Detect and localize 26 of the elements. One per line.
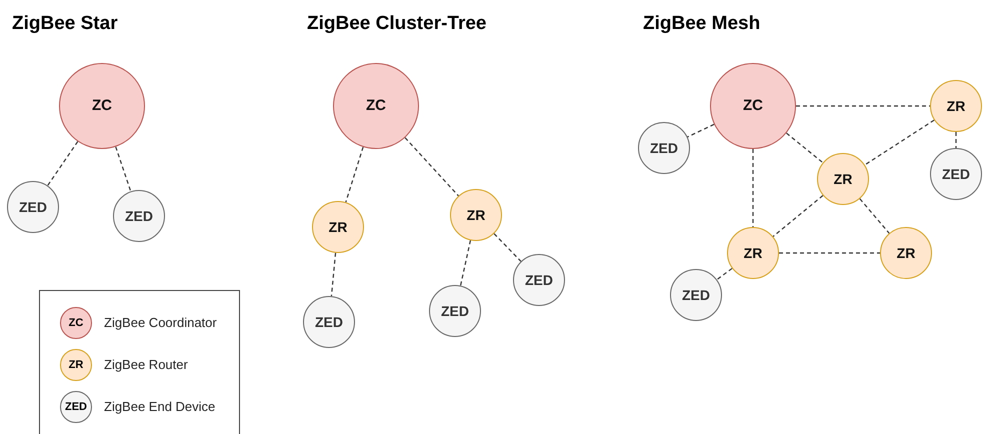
section-heading: ZigBee Star	[12, 12, 118, 36]
legend-text: ZigBee Router	[104, 356, 188, 374]
dashed-connector	[687, 124, 714, 138]
legend-swatch: ZED	[60, 391, 92, 423]
dashed-connector	[955, 132, 957, 148]
legend-text: ZigBee Coordinator	[104, 314, 217, 332]
dashed-connector	[752, 149, 754, 227]
dashed-connector	[115, 146, 132, 192]
dashed-connector	[779, 252, 880, 254]
section-heading: ZigBee Cluster-Tree	[307, 12, 486, 36]
dashed-connector	[330, 252, 336, 296]
dashed-connector	[460, 240, 472, 286]
legend-text: ZigBee End Device	[104, 398, 216, 416]
dashed-connector	[345, 146, 364, 202]
section-heading: ZigBee Mesh	[643, 12, 760, 36]
legend-swatch: ZR	[60, 349, 92, 381]
dashed-connector	[47, 141, 78, 186]
legend-swatch: ZC	[60, 307, 92, 339]
dashed-connector	[772, 195, 824, 237]
dashed-connector	[404, 137, 459, 196]
dashed-connector	[796, 105, 930, 107]
dashed-connector	[716, 268, 732, 280]
dashed-connector	[864, 120, 934, 166]
dashed-connector	[859, 198, 890, 234]
dashed-connector	[494, 233, 522, 262]
dashed-connector	[786, 132, 824, 164]
